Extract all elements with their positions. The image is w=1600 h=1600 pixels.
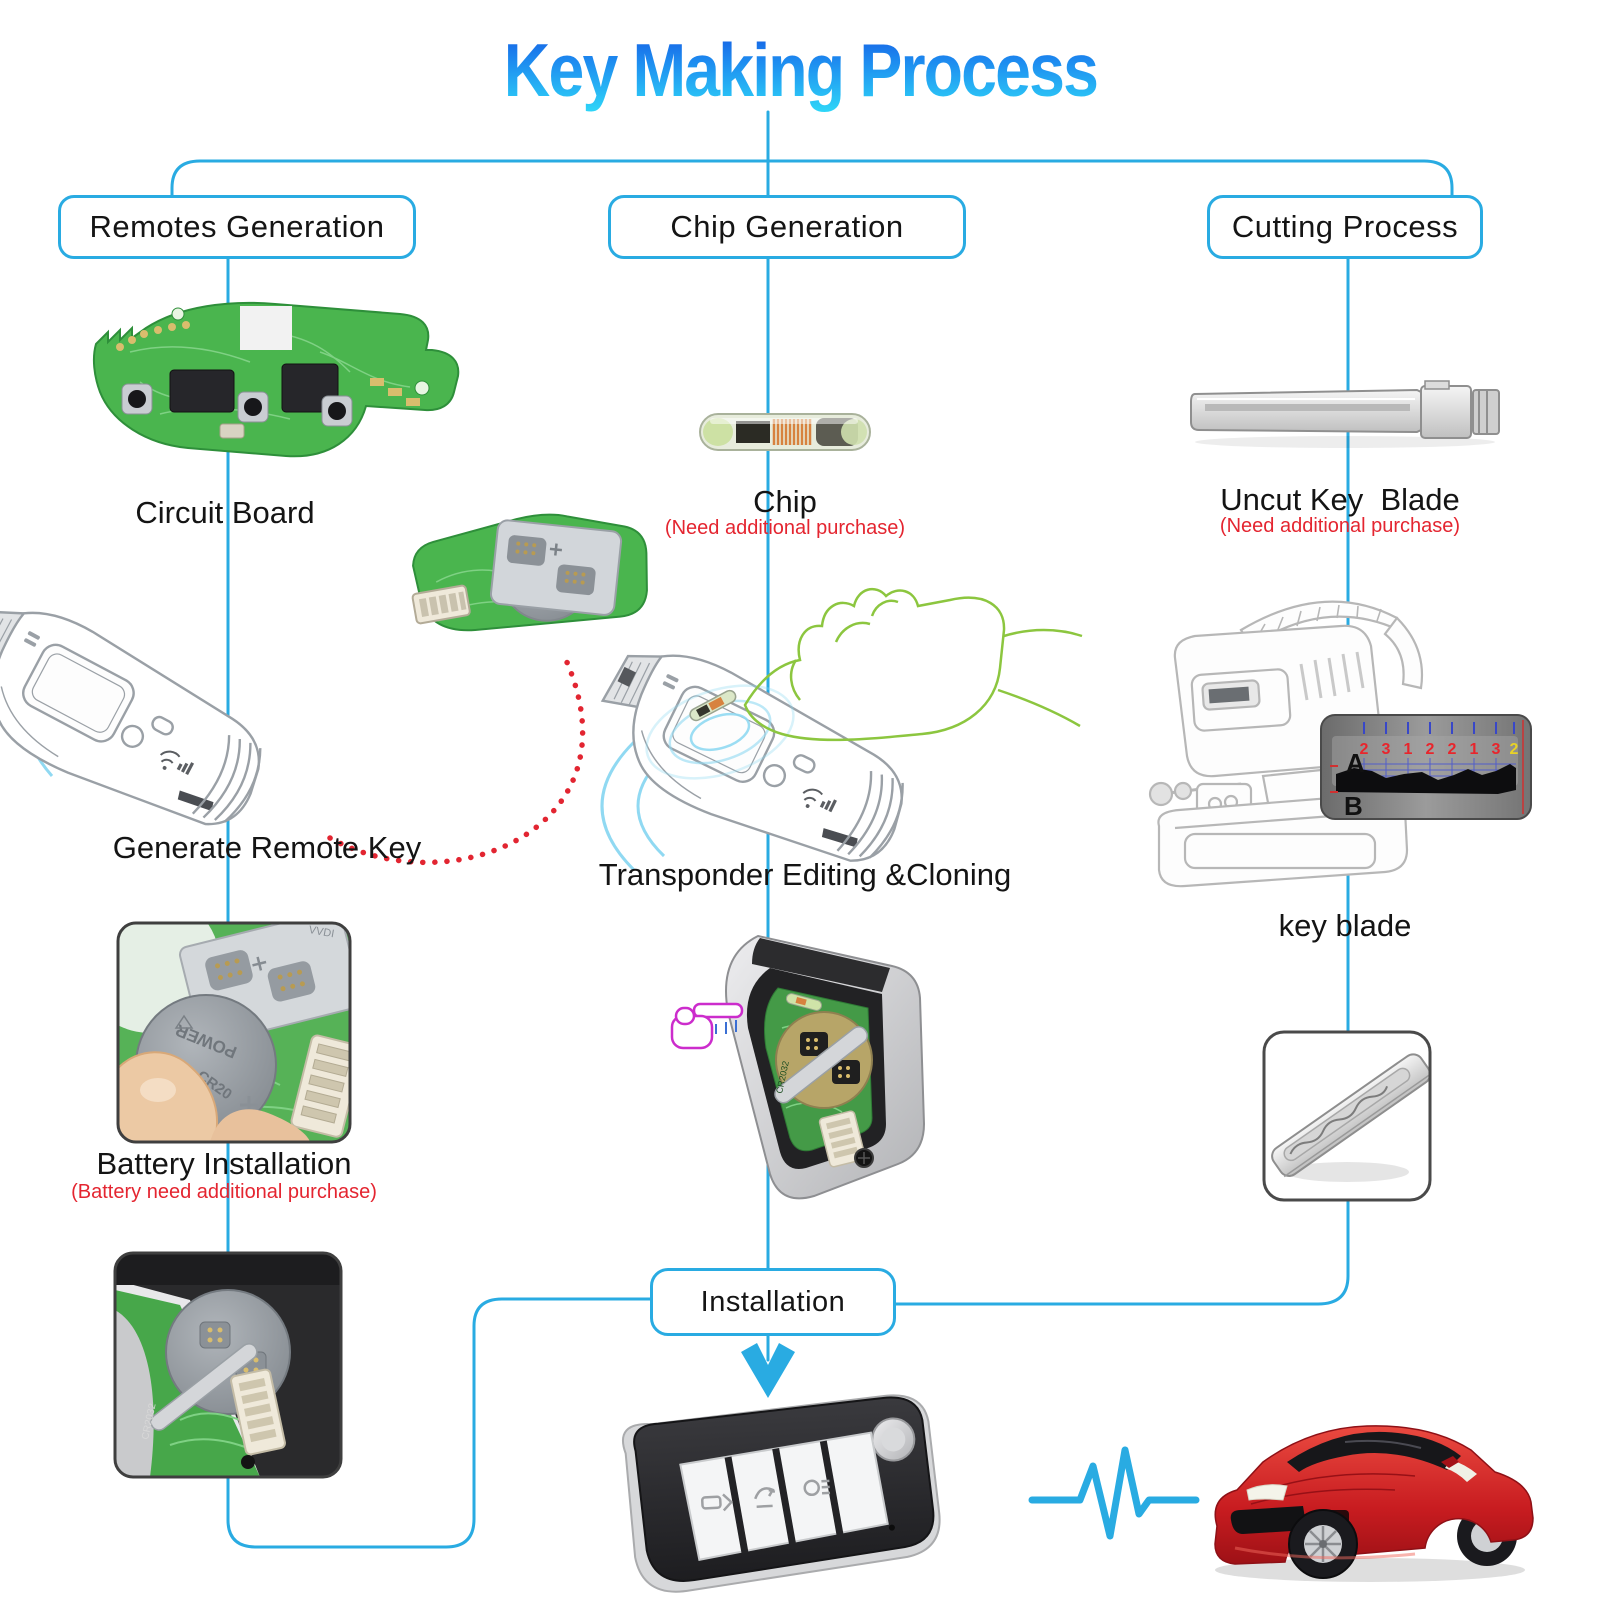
flowbox-label: Chip Generation [670,209,904,244]
battery-installation-photo: VVDI POWER CR20 [116,921,352,1144]
key-bitting-chart: 2 3 1 2 2 1 3 2 A B [1320,714,1532,821]
left-column-line [226,251,652,1549]
flowbox-installation: Installation [650,1268,896,1336]
keytool-device-drawing [0,582,285,856]
bitting-digit: 3 [1492,741,1501,758]
page-title: Key Making Process [503,27,1098,113]
transponder-chip-image [699,413,871,451]
caption-generate-remote-key: Generate Remote Key [112,830,422,865]
finished-remote-photo [621,1394,941,1593]
right-to-installation-line [893,1196,1350,1306]
caption-chip-note: (Need additional purchase) [664,517,906,539]
flowbox-label: Installation [700,1285,846,1318]
caption-uncut-key-blade: Uncut Key Blade [1220,482,1460,517]
bitting-digit: 3 [1382,741,1391,758]
down-arrow-icon [741,1343,795,1398]
flowbox-label: Remotes Generation [89,209,385,244]
cursor-hand-icon [670,1002,744,1050]
key-shell-photo: CR2032 [725,934,926,1200]
caption-circuit-board: Circuit Board [135,495,315,530]
signal-pulse-icon [1028,1446,1200,1540]
caption-chip: Chip [753,484,817,519]
circuit-board-image [92,301,460,458]
caption-transponder-editing: Transponder Editing &Cloning [598,857,1012,892]
bitting-digit: 1 [1404,741,1413,758]
caption-battery-installation: Battery Installation [96,1146,352,1181]
flowbox-remotes-generation: Remotes Generation [58,195,416,259]
flowbox-cutting-process: Cutting Process [1207,195,1483,259]
held-chip [689,689,737,722]
clip-brand-text: VVDI [308,924,335,940]
caption-key-blade: key blade [1278,908,1412,943]
bitting-row-b: B [1344,791,1363,821]
remote-pcb-drawing [411,513,648,632]
bitting-row-a: A [1346,748,1365,778]
flowbox-chip-generation: Chip Generation [608,195,966,259]
top-rail-line [170,159,1454,199]
lock-icon [700,1493,734,1512]
caption-battery-note: (Battery need additional purchase) [71,1181,377,1203]
bitting-digit: 2 [1360,741,1369,758]
bitting-digit: 1 [1470,741,1479,758]
unlock-icon [803,1479,831,1497]
uncut-key-blade-image [1190,380,1500,448]
assembled-key-photo: CR2032 [113,1251,343,1479]
caption-uncut-key-blade-note: (Need additional purchase) [1219,515,1461,537]
flowbox-label: Cutting Process [1231,209,1459,244]
keytool-device-drawing [577,626,927,892]
trunk-icon [754,1487,776,1508]
hand-with-chip-drawing [743,587,1083,742]
red-car-image [1214,1425,1534,1582]
key-blade-tip-photo [1262,1030,1432,1202]
bitting-digit: 2 [1426,741,1435,758]
bitting-digit: 2 [1448,741,1457,758]
bitting-digit-yellow: 2 [1510,741,1519,758]
